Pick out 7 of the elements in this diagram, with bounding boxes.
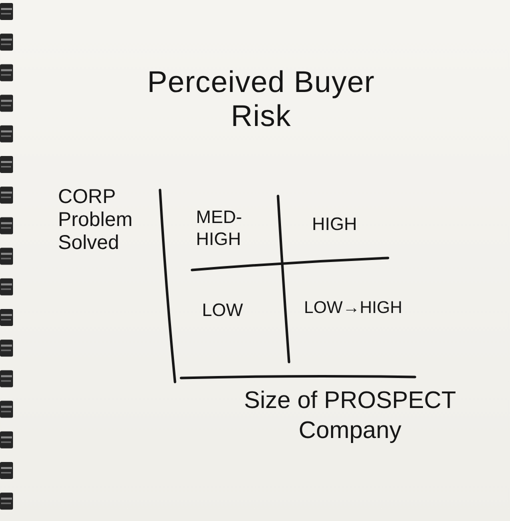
quadrant-label: MED-HIGH (196, 206, 243, 250)
quadrant-label: LOW (202, 299, 244, 321)
quadrant-label: LOW→HIGH (304, 297, 404, 319)
x-axis-label: Size of PROSPECT Company (242, 386, 458, 446)
y-axis-label: CORP Problem Solved (58, 186, 134, 255)
chart-title: Perceived Buyer Risk (146, 66, 376, 134)
quadrant-label: HIGH (312, 213, 358, 235)
